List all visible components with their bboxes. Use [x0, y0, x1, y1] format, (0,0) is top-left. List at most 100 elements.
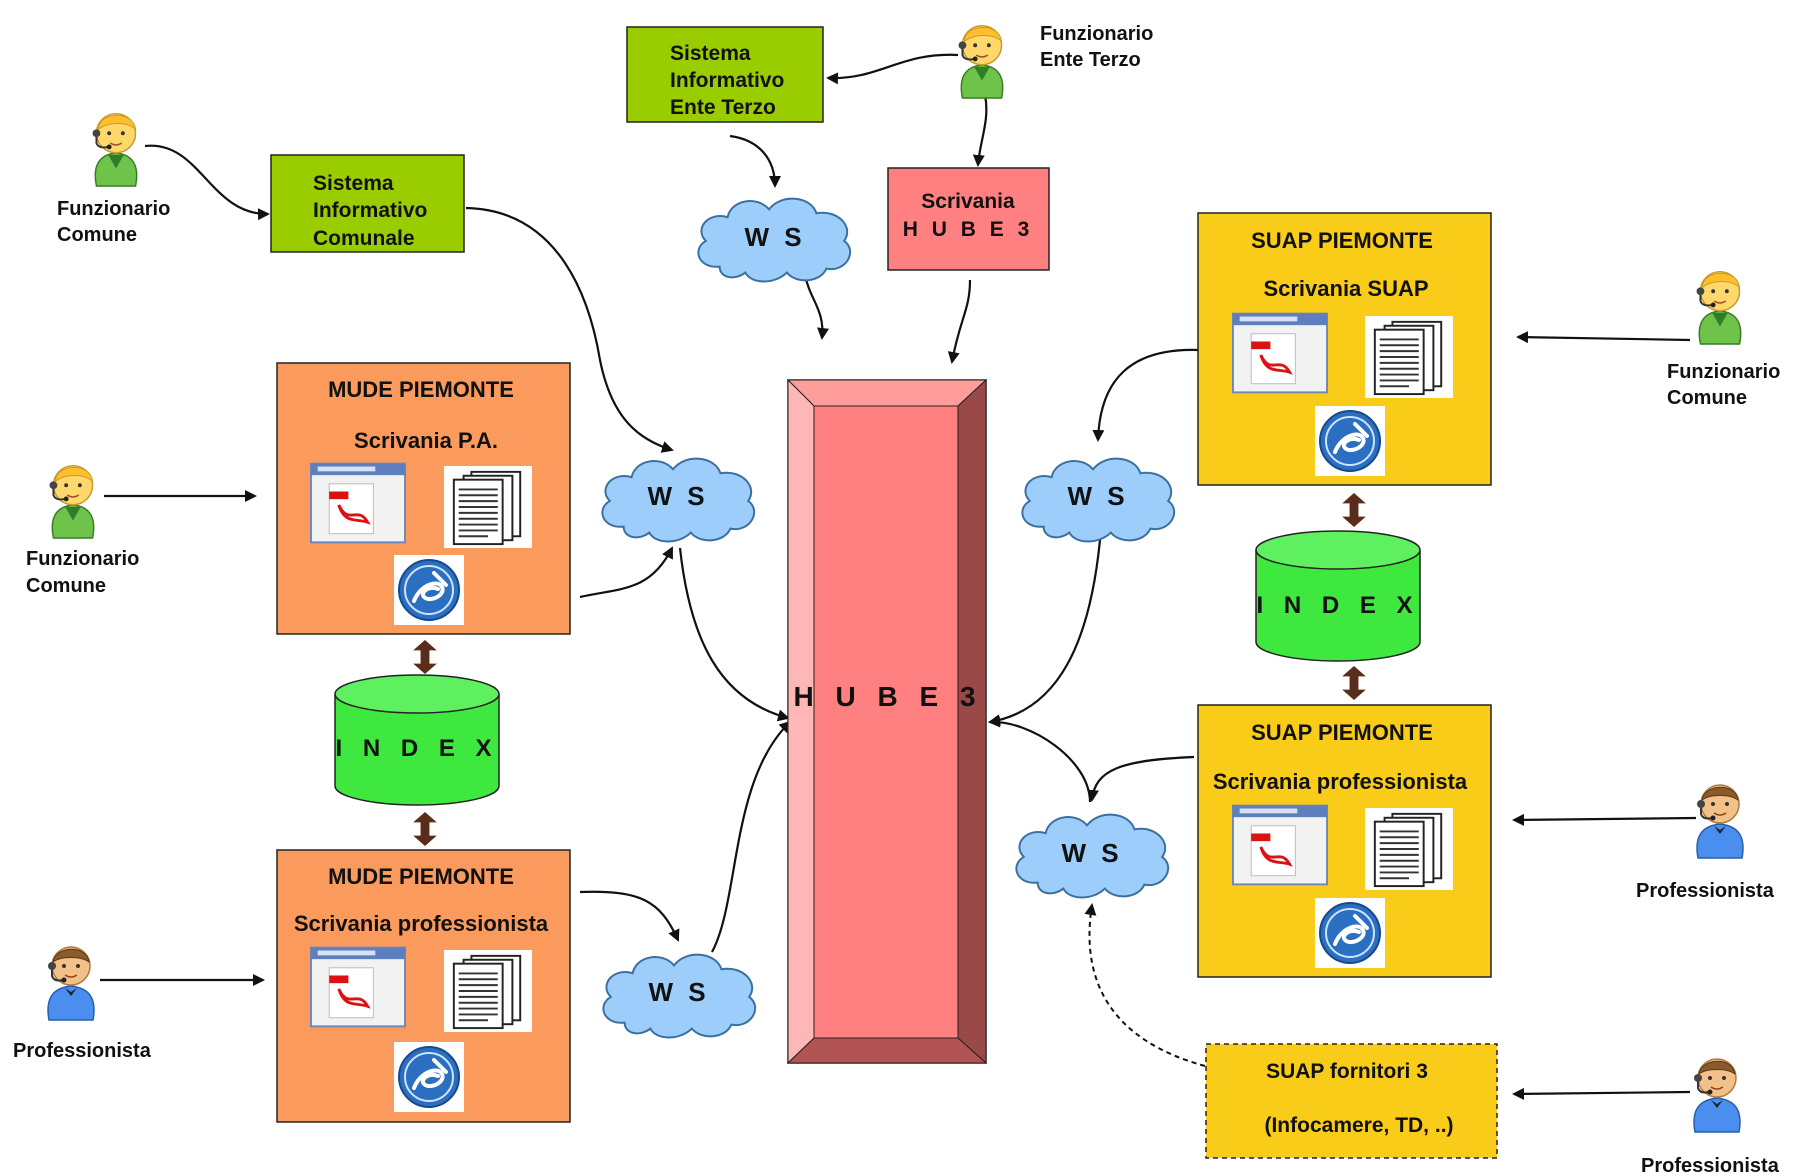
conn-ws-left-to-hub: [678, 547, 790, 722]
signature-seal-icon: [1315, 898, 1385, 968]
mude-pa-title: MUDE PIEMONTE: [328, 377, 514, 402]
hube3-block: H U B E 3: [786, 378, 988, 1065]
actor-label-line1: Funzionario: [1040, 23, 1153, 45]
ws-cloud-left-bottom: W S: [602, 953, 757, 1039]
scrivania-hube3-box: Scrivania H U B E 3: [887, 167, 1050, 271]
signature-seal-icon: [394, 555, 464, 625]
sistema-ente-terzo-line1: Sistema: [670, 42, 751, 65]
conn-suap-to-ws: [1092, 348, 1199, 442]
pdf-document-icon: [1232, 804, 1328, 886]
professionista-headset-icon: [1692, 1057, 1742, 1134]
ws-cloud-right-top: W S: [1021, 457, 1176, 543]
fornitori-line2: (Infocamere, TD, ..): [1264, 1114, 1453, 1137]
fornitori-line1: SUAP fornitori 3: [1266, 1060, 1428, 1083]
sistema-comunale-box: Sistema Informativo Comunale: [270, 154, 465, 253]
text-documents-icon: [1365, 316, 1453, 398]
conn-prof-bottom-right-to-fornitori: [1512, 1087, 1691, 1100]
index-label: I N D E X: [1256, 592, 1419, 619]
actor-label: Professionista: [13, 1040, 152, 1062]
conn-funz-comune-right-to-suap: [1516, 331, 1691, 344]
scrivania-hube3-line1: Scrivania: [921, 190, 1015, 213]
actor-label-line1: Funzionario: [26, 548, 139, 570]
ws-label: W S: [1067, 481, 1128, 511]
double-arrow-icon: [1342, 666, 1366, 700]
sistema-comunale-line2: Informativo: [313, 199, 427, 222]
ws-cloud-top: W S: [697, 197, 852, 283]
actor-label-line1: Funzionario: [57, 198, 170, 220]
actor-label-line1: Funzionario: [1667, 361, 1780, 383]
hube3-label: H U B E 3: [793, 681, 982, 712]
suap-prof-subtitle: Scrivania professionista: [1213, 769, 1468, 794]
professionista-headset-icon: [46, 945, 96, 1022]
index-db-right: I N D E X: [1255, 493, 1421, 700]
mude-prof-panel: MUDE PIEMONTE Scrivania professionista: [276, 849, 571, 1123]
mude-prof-subtitle: Scrivania professionista: [294, 911, 549, 936]
pdf-document-icon: [310, 946, 406, 1028]
double-arrow-icon: [413, 812, 437, 846]
actor-professionista-left: Professionista: [13, 945, 152, 1062]
conn-sistema-comunale-to-ws: [465, 206, 674, 453]
suap-scrivania-subtitle: Scrivania SUAP: [1263, 276, 1428, 301]
index-db-left: I N D E X: [334, 640, 500, 846]
text-documents-icon: [444, 950, 532, 1032]
suap-fornitori-box: SUAP fornitori 3 (Infocamere, TD, ..): [1205, 1043, 1498, 1159]
ws-label: W S: [647, 481, 708, 511]
conn-ws-top-to-hub: [803, 274, 830, 340]
suap-scrivania-panel: SUAP PIEMONTE Scrivania SUAP: [1197, 212, 1492, 486]
sistema-ente-terzo-line3: Ente Terzo: [670, 96, 776, 119]
sistema-comunale-line3: Comunale: [313, 227, 415, 250]
mude-prof-title: MUDE PIEMONTE: [328, 864, 514, 889]
text-documents-icon: [1365, 808, 1453, 890]
ws-label: W S: [648, 977, 709, 1007]
text-documents-icon: [444, 466, 532, 548]
actor-label-line2: Comune: [26, 575, 106, 597]
sistema-ente-terzo-line2: Informativo: [670, 69, 784, 92]
suap-prof-panel: SUAP PIEMONTE Scrivania professionista: [1197, 704, 1492, 978]
index-label: I N D E X: [335, 735, 498, 762]
conn-prof-right-to-suap-prof: [1512, 813, 1697, 826]
conn-scrivania-to-hub: [947, 279, 972, 364]
actor-label-line2: Comune: [57, 224, 137, 246]
conn-funz-comune-to-sistema: [144, 144, 270, 221]
ws-cloud-left-top: W S: [601, 457, 756, 543]
conn-fornitori-to-ws: [1084, 903, 1206, 1067]
conn-sistema-to-ws-top: [729, 134, 781, 188]
conn-ente-terzo-to-sistema: [826, 53, 959, 85]
suap-prof-title: SUAP PIEMONTE: [1251, 720, 1433, 745]
funzionario-headset-icon: [957, 24, 1004, 100]
conn-ws-bottom-to-hub: [711, 720, 792, 953]
professionista-headset-icon: [1695, 783, 1745, 860]
mude-pa-panel: MUDE PIEMONTE Scrivania P.A.: [276, 362, 571, 635]
actor-funzionario-comune-mid: Funzionario Comune: [26, 464, 139, 597]
actor-label: Professionista: [1641, 1155, 1780, 1176]
double-arrow-icon: [1342, 493, 1366, 527]
pdf-document-icon: [1232, 312, 1328, 394]
signature-seal-icon: [394, 1042, 464, 1112]
actor-funzionario-ente-terzo: Funzionario Ente Terzo: [957, 23, 1153, 100]
funzionario-headset-icon: [48, 464, 95, 540]
conn-ws-bottom-right-to-hub: [988, 715, 1092, 803]
actor-professionista-bottom-right: Professionista: [1641, 1057, 1780, 1176]
actor-funzionario-comune-top: Funzionario Comune: [57, 112, 170, 246]
sistema-comunale-line1: Sistema: [313, 172, 394, 195]
ws-label: W S: [1061, 838, 1122, 868]
scrivania-hube3-line2: H U B E 3: [903, 218, 1034, 241]
conn-mude-pa-to-ws: [579, 546, 673, 599]
sistema-ente-terzo-box: Sistema Informativo Ente Terzo: [626, 26, 824, 123]
ws-cloud-right-bottom: W S: [1015, 813, 1170, 899]
mude-pa-subtitle: Scrivania P.A.: [354, 428, 498, 453]
conn-ente-terzo-to-scrivania: [972, 94, 988, 167]
funzionario-headset-icon: [91, 112, 138, 188]
actor-label: Professionista: [1636, 880, 1775, 902]
actor-funzionario-comune-right: Funzionario Comune: [1667, 270, 1780, 409]
funzionario-headset-icon: [1695, 270, 1742, 346]
pdf-document-icon: [310, 462, 406, 544]
ws-label: W S: [744, 222, 805, 252]
conn-ws-right-to-hub: [988, 539, 1102, 727]
signature-seal-icon: [1315, 406, 1385, 476]
suap-scrivania-title: SUAP PIEMONTE: [1251, 228, 1433, 253]
actor-professionista-right: Professionista: [1636, 783, 1775, 902]
actor-label-line2: Ente Terzo: [1040, 49, 1141, 71]
